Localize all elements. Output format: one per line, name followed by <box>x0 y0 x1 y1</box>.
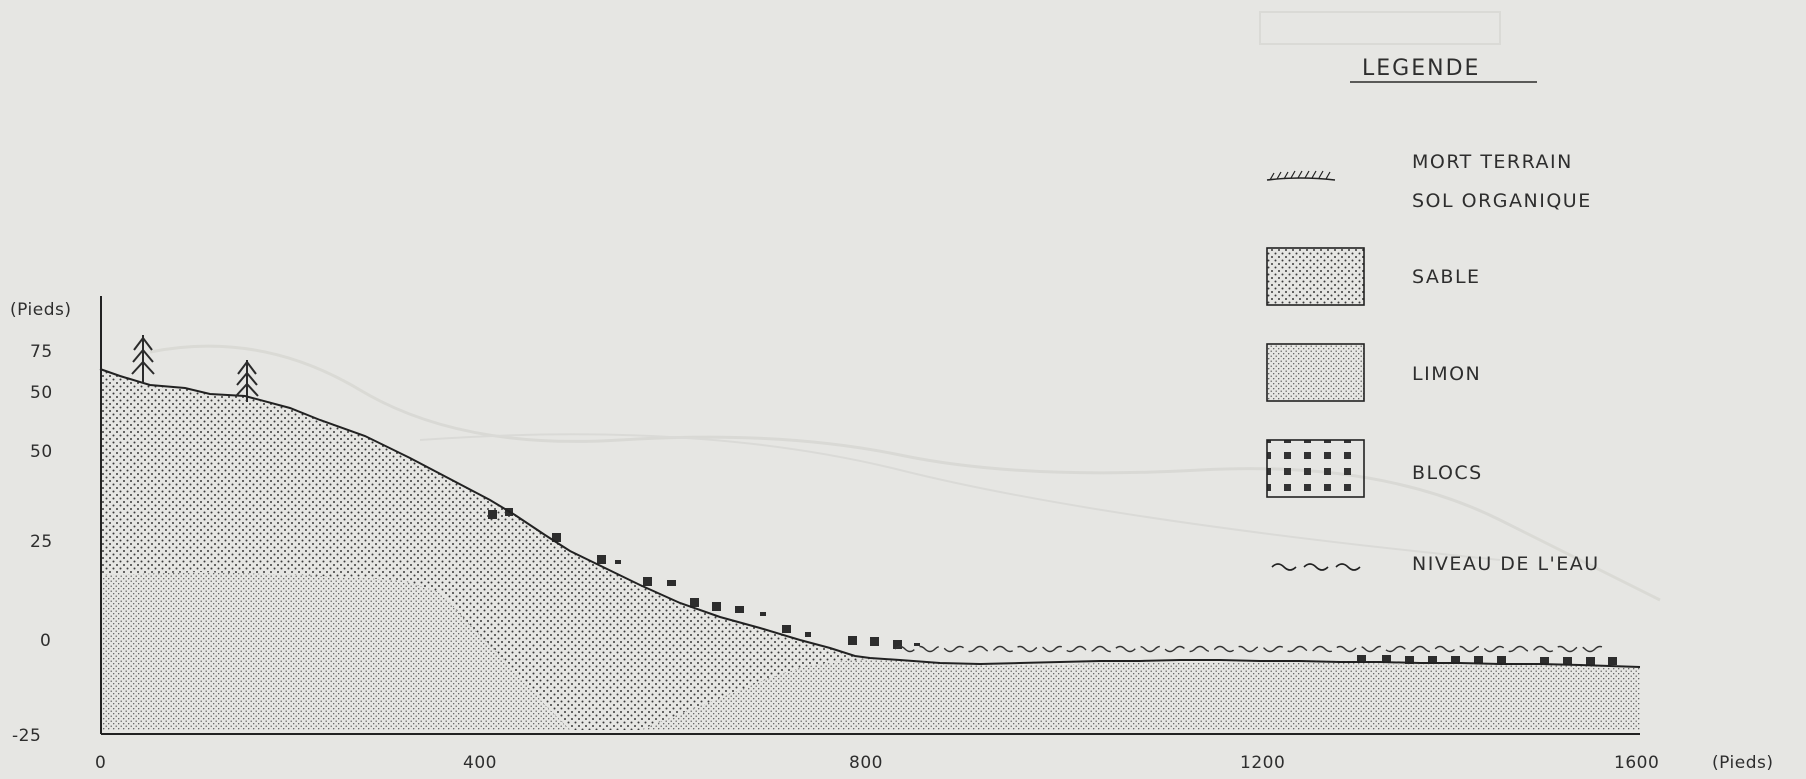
y-tick-label: 25 <box>30 532 53 552</box>
legend-label: LIMON <box>1412 363 1481 385</box>
legend: LEGENDE MORT TERRAIN SOL ORGANIQUE SABLE… <box>1266 56 1600 575</box>
y-tick-label: 50 <box>30 383 53 403</box>
silt-swatch <box>1266 343 1365 402</box>
x-tick-label: 1200 <box>1240 753 1285 773</box>
y-tick-label: 75 <box>30 342 53 362</box>
axes <box>100 296 1640 735</box>
x-tick-label: 400 <box>463 753 497 773</box>
legend-label: BLOCS <box>1412 462 1483 484</box>
tree-icon <box>131 335 155 383</box>
legend-item-blocs: BLOCS <box>1266 439 1483 498</box>
y-tick-label: 50 <box>30 442 53 462</box>
wave-symbol <box>1271 563 1361 571</box>
y-tick-label: 0 <box>40 631 51 651</box>
legend-label: NIVEAU DE L'EAU <box>1412 553 1600 575</box>
legend-title: LEGENDE <box>1362 56 1480 81</box>
x-tick-label: 800 <box>849 753 883 773</box>
tree-icon <box>235 360 259 402</box>
silt-layer-left <box>100 572 570 730</box>
boulders <box>488 508 1617 665</box>
legend-item-sable: SABLE <box>1266 247 1481 306</box>
sand-swatch <box>1266 247 1365 306</box>
hatched-line-symbol <box>1266 177 1336 181</box>
x-axis-labels: 0 400 800 1200 1600 (Pieds) <box>95 753 1773 773</box>
geologic-layers <box>100 369 1640 730</box>
x-tick-label: 1600 <box>1614 753 1659 773</box>
blocks-swatch <box>1266 439 1365 498</box>
water-table-line <box>894 645 1606 653</box>
legend-label: SABLE <box>1412 266 1481 288</box>
x-axis-unit: (Pieds) <box>1712 753 1773 773</box>
sand-layer <box>100 369 870 730</box>
x-tick-label: 0 <box>95 753 106 773</box>
y-axis-labels: (Pieds) 75 50 50 25 0 -25 <box>10 300 71 746</box>
legend-item-limon: LIMON <box>1266 343 1481 402</box>
y-tick-label: -25 <box>12 726 41 746</box>
legend-item-mort-terrain: MORT TERRAIN SOL ORGANIQUE <box>1266 151 1592 212</box>
silt-layer-right <box>640 658 1640 730</box>
legend-item-water-level: NIVEAU DE L'EAU <box>1271 553 1600 575</box>
y-axis-unit: (Pieds) <box>10 300 71 320</box>
ghost-background <box>149 11 1661 602</box>
ground-surface-line <box>99 368 1641 668</box>
legend-label: SOL ORGANIQUE <box>1412 190 1592 212</box>
legend-label: MORT TERRAIN <box>1412 151 1573 173</box>
